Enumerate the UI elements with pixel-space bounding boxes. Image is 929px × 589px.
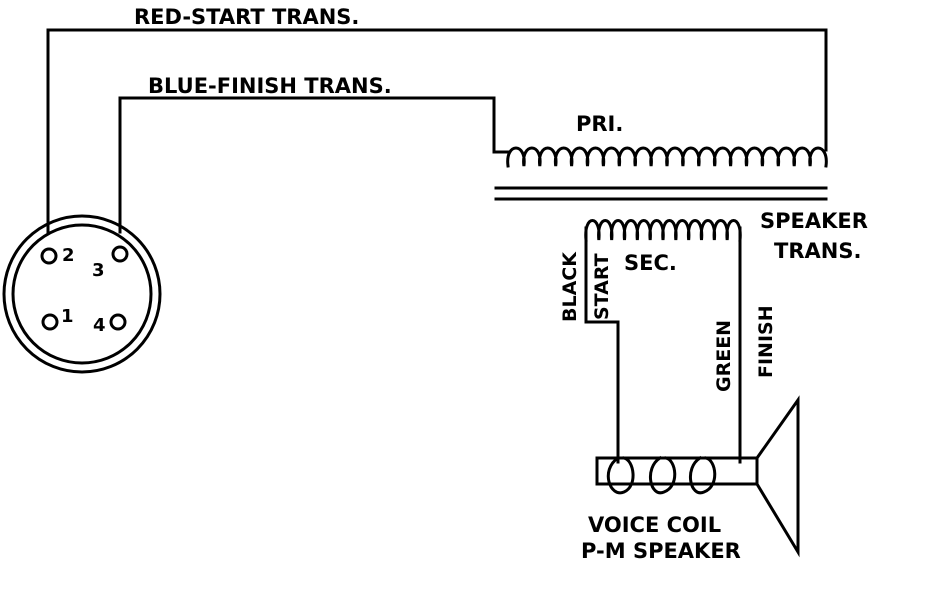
plug-outer-ring	[2, 214, 162, 374]
speaker-pole-piece	[595, 456, 759, 486]
pin-4-number: 4	[93, 315, 106, 336]
green-label: GREEN	[713, 320, 735, 392]
pin-2-hole	[40, 247, 58, 265]
pm-speaker-label: P-M SPEAKER	[581, 539, 741, 563]
pin-1-hole	[41, 313, 59, 331]
voice-coil-loops	[606, 455, 717, 495]
primary-label: PRI.	[576, 112, 623, 136]
speaker-cone	[754, 395, 800, 558]
pin-1-number: 1	[61, 306, 74, 327]
primary-coil	[506, 146, 828, 168]
voice-coil-label: VOICE COIL	[588, 513, 721, 537]
pin-3-number: 3	[92, 260, 105, 281]
speaker-trans-label-line1: SPEAKER	[760, 209, 868, 233]
black-label: BLACK	[559, 251, 581, 322]
pin-4-hole	[109, 313, 127, 331]
speaker-trans-label-line2: TRANS.	[774, 239, 861, 263]
black-start-lead	[584, 226, 620, 464]
start-label: START	[591, 253, 613, 320]
pin-3-hole	[111, 245, 129, 263]
secondary-label: SEC.	[624, 251, 677, 275]
pin-2-number: 2	[62, 245, 75, 266]
red-start-wire	[46, 28, 828, 234]
red-start-label: RED-START TRANS.	[134, 5, 359, 29]
blue-finish-wire	[118, 96, 510, 234]
plug-inner-ring	[11, 223, 153, 365]
secondary-coil	[584, 219, 742, 242]
blue-finish-label: BLUE-FINISH TRANS.	[148, 74, 392, 98]
finish-label: FINISH	[755, 305, 777, 378]
